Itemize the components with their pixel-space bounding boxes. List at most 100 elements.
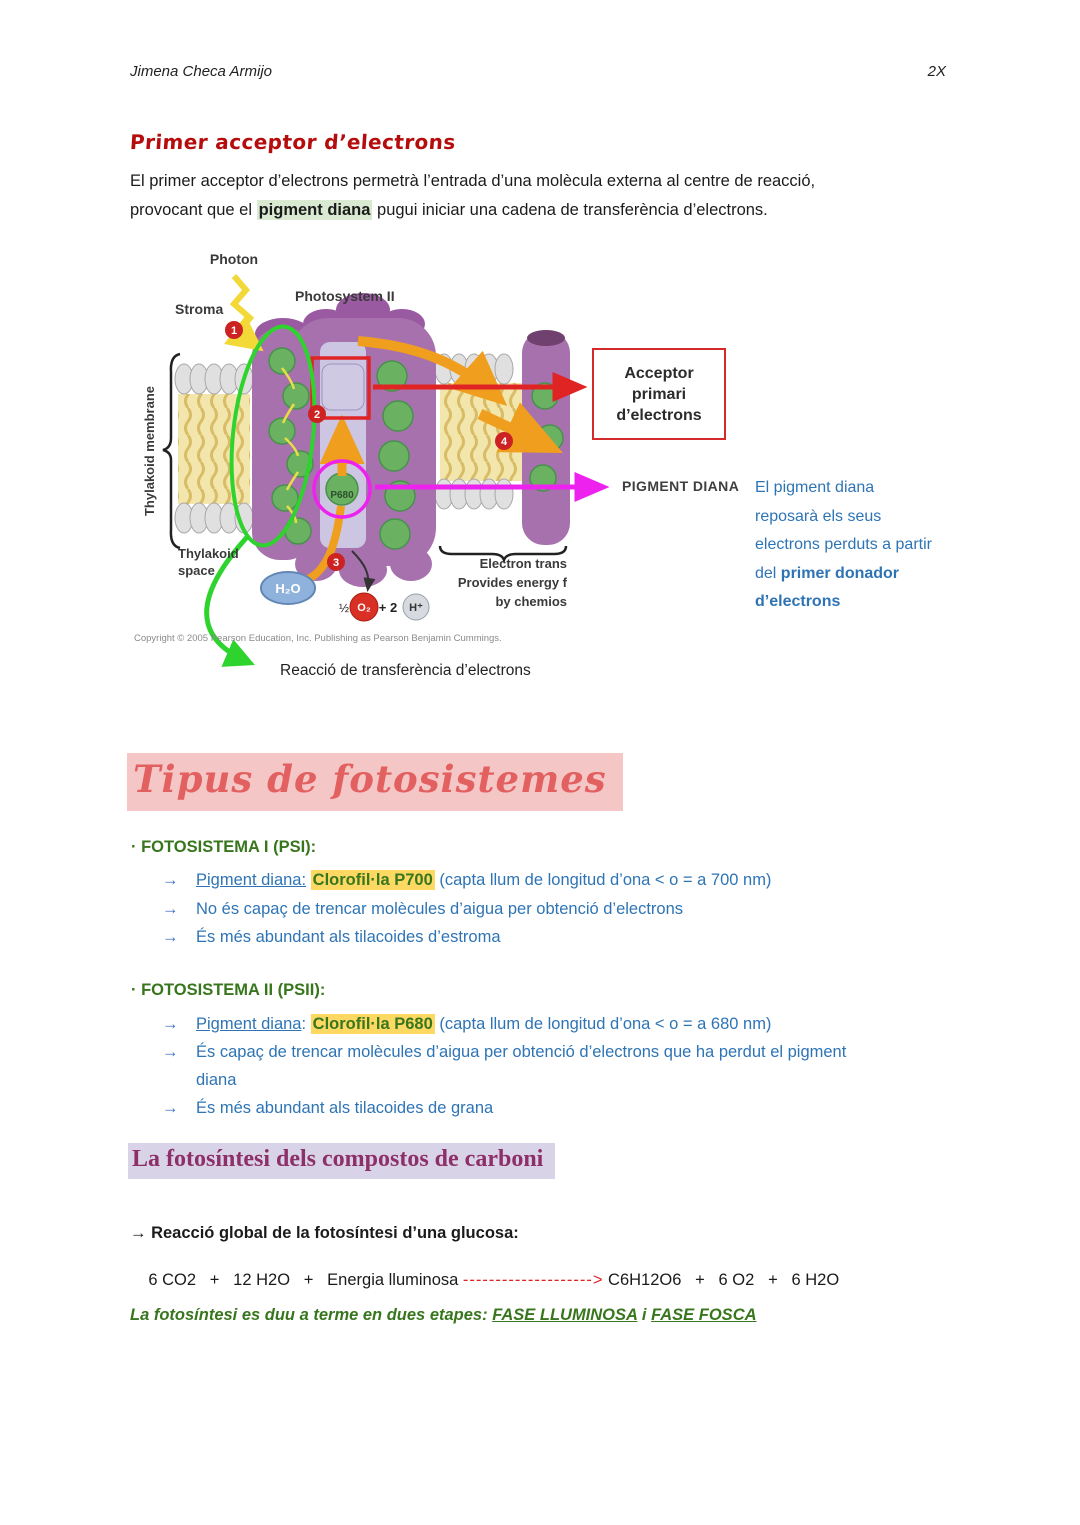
- two-phases-mid: i: [637, 1306, 652, 1324]
- thylakoid-space-label-1: Thylakoid: [178, 546, 239, 561]
- ps1-bullet-3-text: És més abundant als tilacoides d’estroma: [196, 928, 501, 946]
- step-2: 2: [314, 409, 320, 421]
- etc-label-3: by chemios: [495, 594, 567, 609]
- fase-lluminosa-label: FASE LLUMINOSA: [492, 1306, 638, 1324]
- membrane-lipid-heads: [174, 353, 514, 534]
- water-split-arrow: [351, 550, 376, 592]
- section-title-tipus-wrap: Tipus de fotosistemes: [127, 753, 623, 811]
- ps2-bullet-2-text: És capaç de trencar molècules d’aigua pe…: [196, 1038, 846, 1094]
- arrow-bullet-icon: →: [162, 900, 179, 918]
- fotosistema-2-heading: · FOTOSISTEMA II (PSII):: [131, 981, 326, 999]
- reaction-global-text: Reacció global de la fotosíntesi d’una g…: [151, 1224, 519, 1242]
- membrane-tails-left: [178, 394, 250, 504]
- step-4: 4: [501, 436, 508, 448]
- note-bold: primer donador d’electrons: [755, 564, 900, 611]
- h2o-label: H₂O: [275, 581, 300, 596]
- section-title-primer-acceptor: Primer acceptor d’electrons: [129, 130, 457, 154]
- pigment-diana-highlight: pigment diana: [256, 200, 373, 220]
- ps2-bullet-1-rest: (capta llum de longitud d’ona < o = a 68…: [434, 1015, 772, 1033]
- ps1-bullet-2: → No és capaç de trencar molècules d’aig…: [162, 895, 982, 923]
- acceptor-primari-box: Acceptor primari d’electrons: [592, 348, 726, 440]
- fotosistema-1-heading: · FOTOSISTEMA I (PSI):: [131, 838, 317, 856]
- pigment-diana-label: PIGMENT DIANA: [622, 478, 740, 494]
- etc-label-1: Electron trans: [480, 556, 567, 571]
- p680-magenta-circle: [312, 459, 372, 519]
- note-text: El pigment diana reposarà els seus elect…: [755, 479, 932, 582]
- h-plus-label: H⁺: [409, 602, 423, 614]
- thylakoid-space-label-2: space: [178, 563, 215, 578]
- oxygen-molecule: [349, 592, 379, 622]
- section-title-fotosintesi-wrap: La fotosíntesi dels compostos de carboni: [128, 1143, 556, 1179]
- stroma-label: Stroma: [175, 301, 223, 317]
- arrow-bullet-icon: →: [162, 928, 179, 946]
- fase-fosca-label: FASE FOSCA: [651, 1306, 757, 1324]
- ps1-bullet-1-text: Pigment diana: Clorofil·la P700 (capta l…: [196, 866, 771, 894]
- arrow-bullet-icon: →: [162, 871, 179, 889]
- acceptor-box-line-1: Acceptor: [624, 364, 694, 382]
- intro-paragraph: El primer acceptor d’electrons permetrà …: [130, 167, 960, 225]
- thylakoid-membrane-label: Thylakoid membrane: [142, 386, 157, 516]
- photosystem-ii-figure: H₂O ½ O₂ + 2 H⁺ 1 2 3 4: [134, 251, 610, 679]
- pigment-diana-note: El pigment diana reposarà els seus elect…: [755, 474, 935, 617]
- right-arrow-glyph: →: [130, 1224, 152, 1242]
- acceptor-box-line-3: d’electrons: [616, 406, 702, 424]
- step-numbers: 1 2 3 4: [225, 321, 513, 571]
- step-3: 3: [333, 557, 339, 569]
- ps2-pigment-diana-label: Pigment diana: [196, 1015, 302, 1033]
- paragraph-line-2-end: pugui iniciar una cadena de transferènci…: [372, 201, 768, 219]
- ps2-bullet-2-line1: És capaç de trencar molècules d’aigua pe…: [196, 1043, 847, 1061]
- formula-left: 6 CO2 + 12 H2O + Energia lluminosa: [148, 1271, 463, 1289]
- header-page-number: 2X: [927, 63, 946, 80]
- ps2-bullet-1: → Pigment diana: Clorofil·la P680 (capta…: [162, 1010, 982, 1038]
- etc-brace: [438, 545, 568, 564]
- ps2-bullet-3: → És més abundant als tilacoides de gran…: [162, 1094, 982, 1122]
- formula-right: C6H12O6 + 6 O2 + 6 H2O: [603, 1271, 840, 1289]
- ps1-bullet-1: → Pigment diana: Clorofil·la P700 (capta…: [162, 866, 982, 894]
- ps1-pigment-diana-label: Pigment diana:: [196, 871, 307, 889]
- clorofilla-p680-highlight: Clorofil·la P680: [310, 1014, 435, 1034]
- half-fraction-label: ½: [339, 601, 349, 615]
- ps2-bullet-1-text: Pigment diana: Clorofil·la P680 (capta l…: [196, 1010, 771, 1038]
- photosystem-diagram: H₂O ½ O₂ + 2 H⁺ 1 2 3 4: [130, 246, 990, 711]
- ps2-bullet-3-text: És més abundant als tilacoides de grana: [196, 1099, 494, 1117]
- arrow-bullet-icon: →: [162, 1015, 179, 1033]
- ps1-bullet-3: → És més abundant als tilacoides d’estro…: [162, 923, 982, 951]
- ps1-space: [306, 871, 311, 889]
- acceptor-box-line-2: primari: [631, 385, 687, 403]
- green-ellipse-annotation: [229, 324, 317, 548]
- plus-2-label: + 2: [379, 600, 397, 615]
- copyright-line: Copyright © 2005 Pearson Education, Inc.…: [134, 633, 502, 644]
- etc-label-2: Provides energy f: [458, 575, 568, 590]
- thylakoid-membrane-brace: [162, 352, 181, 550]
- step-1: 1: [231, 325, 237, 337]
- electron-arrow-down-etc: [477, 402, 563, 454]
- photosynthesis-formula: 6 CO2 + 12 H2O + Energia lluminosa -----…: [130, 1252, 1030, 1309]
- section-title-fotosintesi: La fotosíntesi dels compostos de carboni: [132, 1146, 544, 1172]
- photosystem-ii-label: Photosystem II: [295, 288, 395, 304]
- ps2-colon: :: [301, 1015, 311, 1033]
- ps1-bullet-2-text: No és capaç de trencar molècules d’aigua…: [196, 900, 684, 918]
- p680-label: P680: [330, 490, 354, 501]
- primary-acceptor-shape: [321, 363, 365, 411]
- ps2-bullet-2-line2: diana: [196, 1071, 237, 1089]
- arrow-bullet-icon: →: [162, 1099, 179, 1117]
- header-author: Jimena Checa Armijo: [130, 63, 272, 80]
- o2-label: O₂: [357, 602, 371, 614]
- green-caption-arrow: [204, 534, 255, 667]
- energy-transfer-arrows: [281, 367, 300, 524]
- paragraph-line-2: provocant que el: [130, 201, 257, 219]
- section-title-tipus: Tipus de fotosistemes: [133, 757, 607, 801]
- formula-dashed-arrow: -------------------->: [462, 1271, 604, 1289]
- proton-circle: [402, 593, 430, 621]
- arrow-bullet-icon: →: [162, 1043, 179, 1061]
- two-phases-text: La fotosíntesi es duu a terme en dues et…: [130, 1306, 493, 1324]
- two-phases-note: La fotosíntesi es duu a terme en dues et…: [130, 1306, 1030, 1325]
- photon-label: Photon: [210, 251, 258, 267]
- diagram-caption: Reacció de transferència d’electrons: [280, 662, 531, 679]
- h2o-molecule: [260, 571, 316, 605]
- ps1-bullet-1-rest: (capta llum de longitud d’ona < o = a 70…: [434, 871, 772, 889]
- paragraph-line-1: El primer acceptor d’electrons permetrà …: [130, 172, 816, 190]
- ps2-bullet-2: → És capaç de trencar molècules d’aigua …: [162, 1038, 992, 1094]
- reaction-global-label: → Reacció global de la fotosíntesi d’una…: [130, 1224, 519, 1243]
